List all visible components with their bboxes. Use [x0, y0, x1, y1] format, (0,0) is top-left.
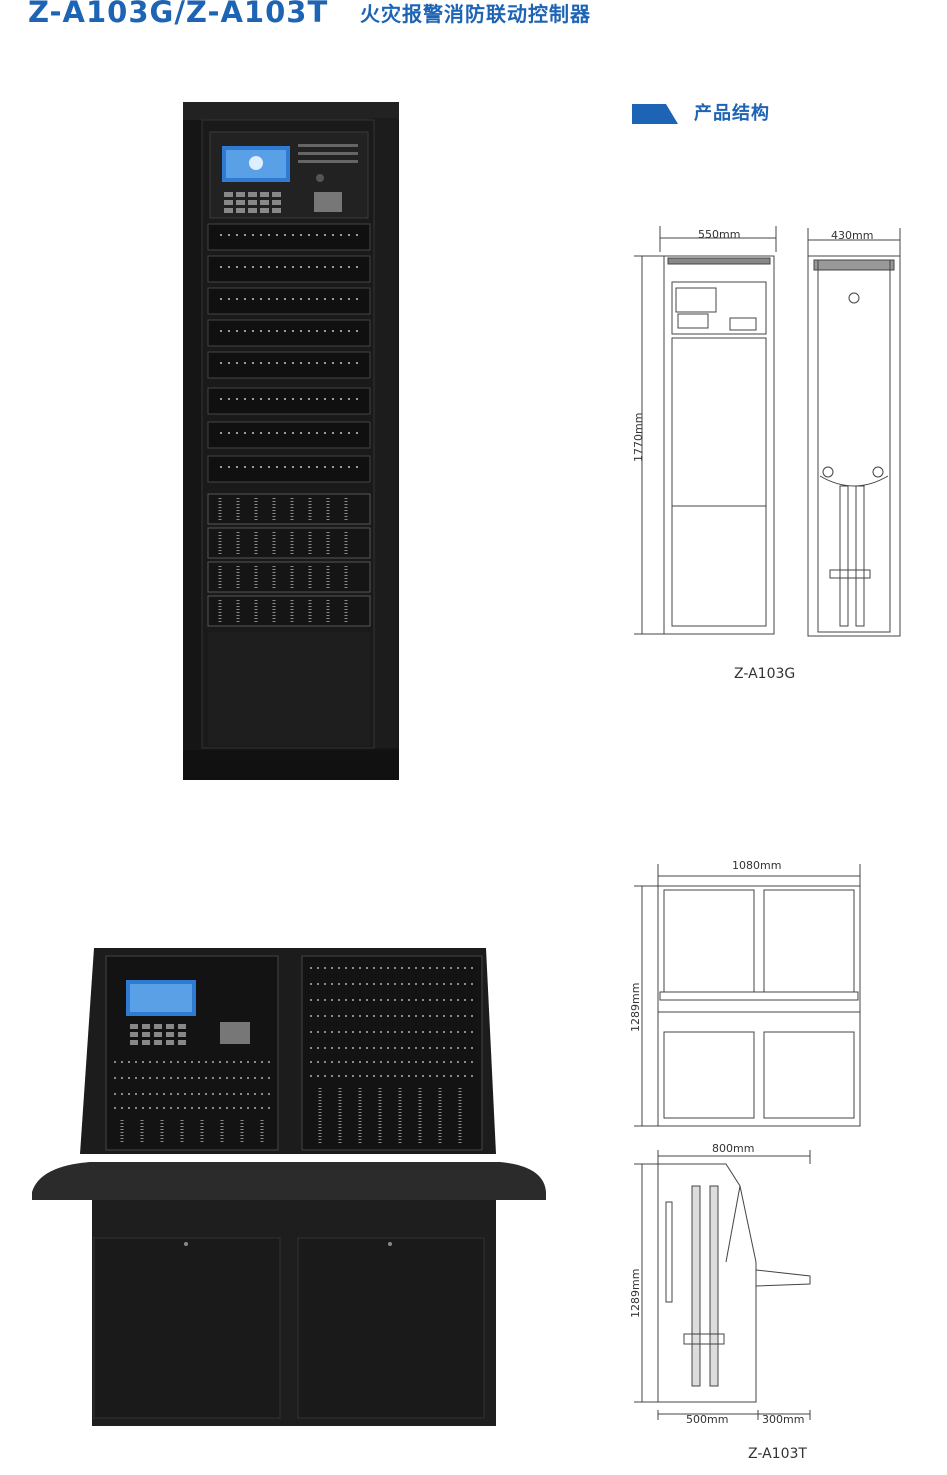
cabinet-side-drawing — [807, 228, 901, 637]
console-base-depth-label: 500mm — [686, 1413, 729, 1426]
console-photo — [32, 948, 546, 1426]
console-side-drawing — [634, 1150, 811, 1420]
section-title: 产品结构 — [694, 103, 770, 124]
console-side-width-label: 800mm — [712, 1142, 755, 1155]
console-caption: Z-A103T — [748, 1446, 807, 1462]
cabinet-depth-label: 430mm — [831, 229, 874, 242]
console-side-height-label: 1289mm — [629, 1268, 642, 1318]
console-front-width-label: 1080mm — [732, 859, 782, 872]
cabinet-photo — [183, 102, 399, 780]
console-front-height-label: 1289mm — [629, 982, 642, 1032]
console-front-drawing — [634, 864, 861, 1127]
product-name: 火灾报警消防联动控制器 — [360, 2, 591, 26]
cabinet-caption: Z-A103G — [734, 666, 796, 682]
console-top-depth-label: 300mm — [762, 1413, 805, 1426]
cabinet-width-label: 550mm — [698, 228, 741, 241]
cabinet-front-drawing — [634, 226, 777, 635]
section-flag-icon — [632, 104, 678, 124]
model-title: Z-A103G/Z-A103T — [28, 0, 329, 29]
cabinet-height-label: 1770mm — [632, 412, 645, 462]
